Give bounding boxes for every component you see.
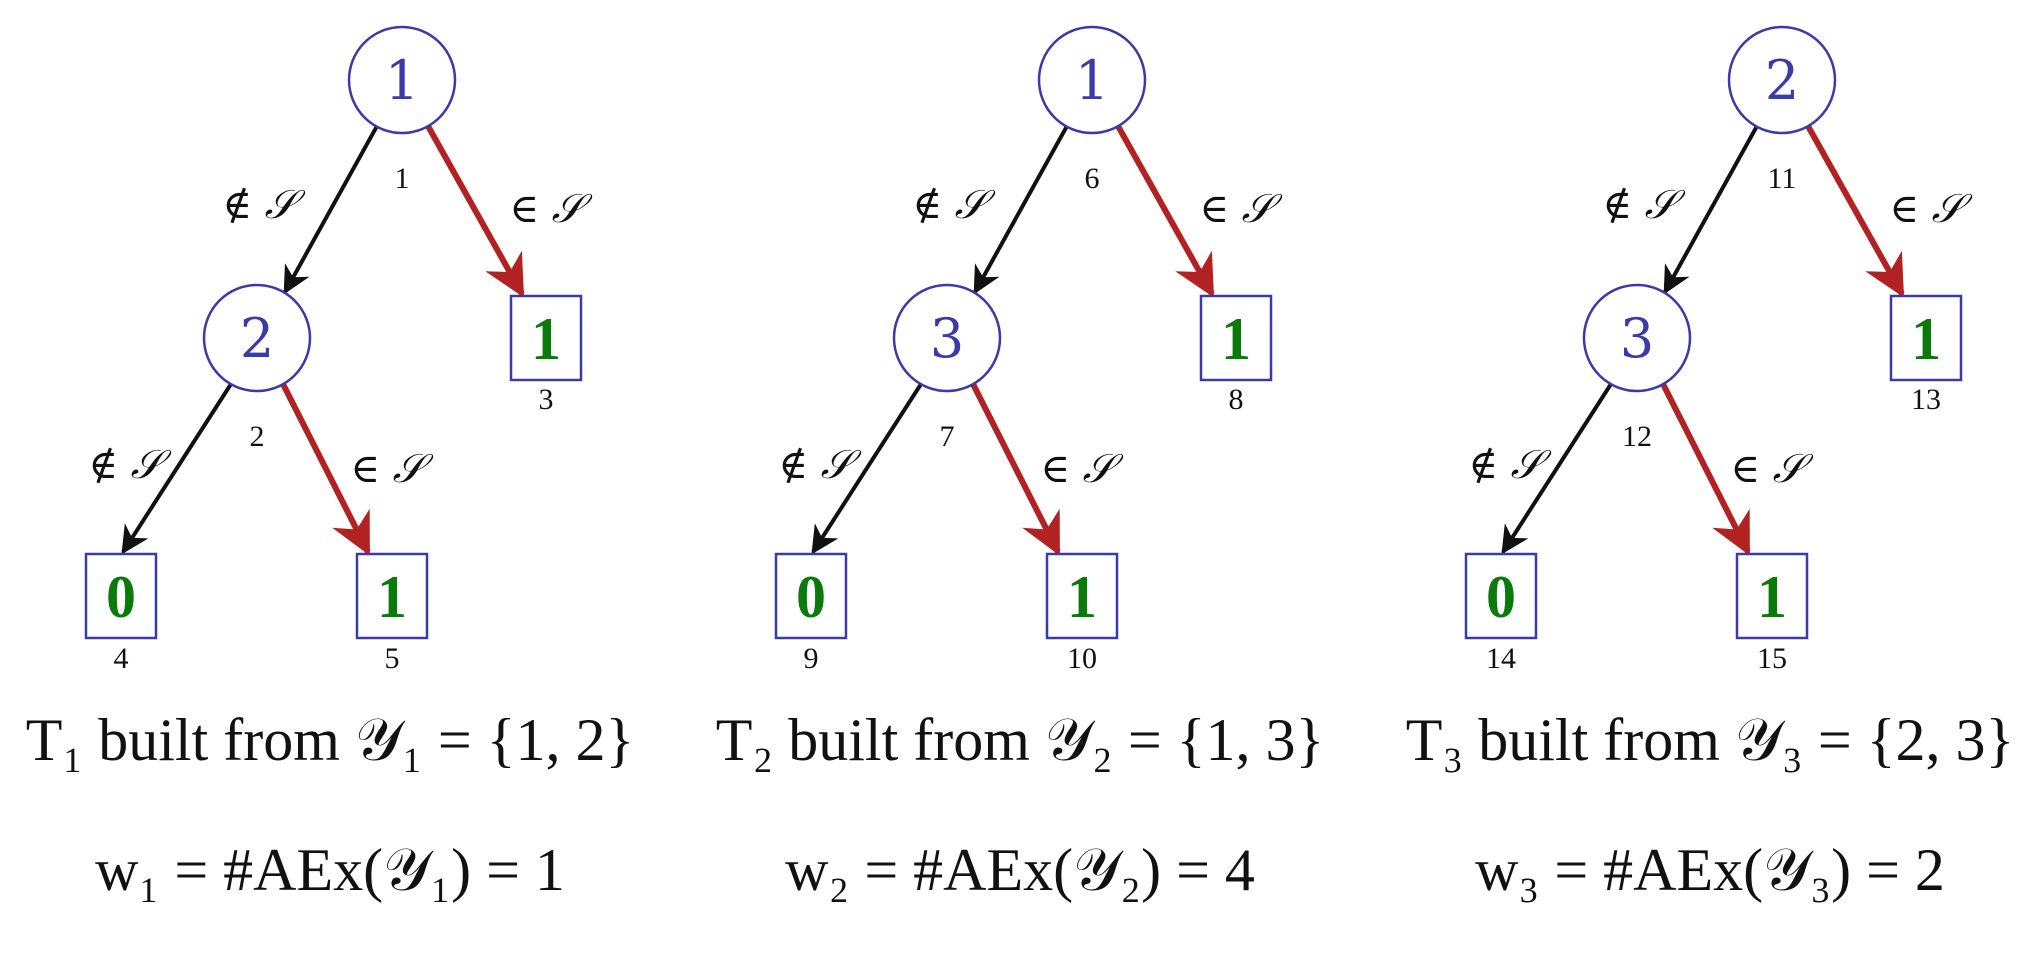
- leaf-right-index: 8: [1229, 383, 1244, 416]
- edge-root-in: [1115, 124, 1215, 298]
- root-node-circle: [1727, 25, 1837, 135]
- weight-formula: w₃ = #AEx(𝒴₃) = 2: [1475, 837, 1945, 903]
- tree-caption: T₃ built from 𝒴₃ = {2, 3}: [1406, 707, 2015, 773]
- inner-node-label: 2: [240, 307, 274, 370]
- leaf-right-label: 1: [1221, 306, 1251, 372]
- leaf-right-box: [1889, 294, 1963, 382]
- leaf-left-left-box: [1464, 552, 1538, 640]
- root-index: 1: [395, 162, 410, 195]
- edge-label-in: ∈ 𝒮: [350, 446, 433, 492]
- edge-label-not-in: ∉ 𝒮: [1602, 182, 1685, 228]
- root-node-label: 1: [1075, 49, 1109, 112]
- edge-root-in: [425, 124, 525, 298]
- edge-label-not-in: ∉ 𝒮: [912, 182, 995, 228]
- edge-root-not-in: [1663, 125, 1759, 295]
- leaf-left-right-index: 10: [1067, 642, 1097, 675]
- weight-formula: w₁ = #AEx(𝒴₁) = 1: [95, 837, 565, 903]
- leaf-left-left-box: [84, 552, 158, 640]
- tree-caption: T₂ built from 𝒴₂ = {1, 3}: [716, 707, 1325, 773]
- leaf-right-label: 1: [1911, 306, 1941, 372]
- inner-node-label: 3: [930, 307, 964, 370]
- tree-caption: T₁ built from 𝒴₁ = {1, 2}: [26, 707, 635, 773]
- inner-index: 12: [1622, 420, 1652, 453]
- edge-inner-not-in: [121, 382, 233, 555]
- root-node-label: 2: [1765, 49, 1799, 112]
- leaf-right-box: [1199, 294, 1273, 382]
- leaf-left-right-label: 1: [1067, 564, 1097, 630]
- weight-formula: w₂ = #AEx(𝒴₂) = 4: [785, 837, 1255, 903]
- edge-label-not-in: ∉ 𝒮: [778, 442, 861, 488]
- edge-label-in: ∈ 𝒮: [1730, 446, 1813, 492]
- leaf-right-index: 13: [1911, 383, 1941, 416]
- root-node-label: 1: [385, 49, 419, 112]
- root-node-circle: [1037, 25, 1147, 135]
- root-index: 11: [1768, 162, 1797, 195]
- leaf-left-left-label: 0: [106, 564, 136, 630]
- edge-root-in: [1805, 124, 1905, 298]
- leaf-left-left-index: 14: [1486, 642, 1516, 675]
- edge-inner-not-in: [1501, 382, 1613, 555]
- edge-inner-in: [1660, 382, 1751, 556]
- tree-1: ∉ 𝒮 ∈ 𝒮 ∉ 𝒮 ∈ 𝒮 1 2 1 0 1 1 2 3 4 5 T₁ built from 𝒴₁ =…: [26, 25, 635, 903]
- edge-root-not-in: [973, 125, 1069, 295]
- inner-node-label: 3: [1620, 307, 1654, 370]
- edge-inner-in: [970, 382, 1061, 556]
- leaf-left-right-label: 1: [1757, 564, 1787, 630]
- leaf-left-left-label: 0: [1486, 564, 1516, 630]
- edge-label-in: ∈ 𝒮: [1040, 446, 1123, 492]
- inner-node-circle: [1582, 283, 1692, 393]
- inner-node-circle: [892, 283, 1002, 393]
- leaf-left-left-index: 4: [114, 642, 129, 675]
- edge-label-not-in: ∉ 𝒮: [1468, 442, 1551, 488]
- leaf-left-left-label: 0: [796, 564, 826, 630]
- edge-inner-in: [280, 382, 371, 556]
- edge-root-not-in: [283, 125, 379, 295]
- edge-label-in: ∈ 𝒮: [1199, 186, 1282, 232]
- inner-index: 2: [250, 420, 265, 453]
- leaf-left-right-box: [1045, 552, 1119, 640]
- leaf-right-index: 3: [539, 383, 554, 416]
- leaf-left-right-box: [1735, 552, 1809, 640]
- leaf-left-right-label: 1: [377, 564, 407, 630]
- leaf-left-right-index: 5: [385, 642, 400, 675]
- root-index: 6: [1085, 162, 1100, 195]
- leaf-left-left-box: [774, 552, 848, 640]
- edge-inner-not-in: [811, 382, 923, 555]
- edge-label-in: ∈ 𝒮: [509, 186, 592, 232]
- edge-label-not-in: ∉ 𝒮: [88, 442, 171, 488]
- inner-index: 7: [940, 420, 955, 453]
- leaf-right-box: [509, 294, 583, 382]
- inner-node-circle: [202, 283, 312, 393]
- edge-label-not-in: ∉ 𝒮: [222, 182, 305, 228]
- leaf-left-right-index: 15: [1757, 642, 1787, 675]
- root-node-circle: [347, 25, 457, 135]
- leaf-left-right-box: [355, 552, 429, 640]
- leaf-left-left-index: 9: [804, 642, 819, 675]
- leaf-right-label: 1: [531, 306, 561, 372]
- edge-label-in: ∈ 𝒮: [1889, 186, 1972, 232]
